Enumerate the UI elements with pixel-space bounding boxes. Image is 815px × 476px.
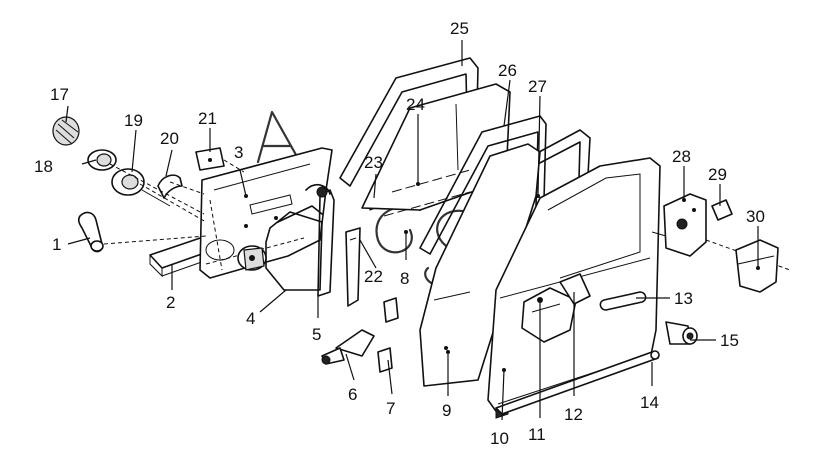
part-20-pull-handle <box>157 174 183 199</box>
part-5-regulator-rail <box>305 183 335 297</box>
callout-9: 9 <box>442 401 451 420</box>
callout-23: 23 <box>364 153 383 172</box>
callout-22: 22 <box>364 267 383 286</box>
part-11-lock-mechanism <box>521 287 577 343</box>
callout-5: 5 <box>312 325 321 344</box>
callout-25: 25 <box>450 19 469 38</box>
callout-2: 2 <box>166 293 175 312</box>
part-13-outside-handle <box>599 291 647 311</box>
callout-19: 19 <box>124 111 143 130</box>
part-14-molding-strip <box>495 350 660 415</box>
part-1-inner-handle <box>77 211 104 253</box>
callout-30: 30 <box>746 207 765 226</box>
part-24-door-glass <box>361 83 511 217</box>
callout-29: 29 <box>708 165 727 184</box>
callout-12: 12 <box>564 405 583 424</box>
callout-17: 17 <box>50 85 69 104</box>
callout-labels: 1 2 3 4 5 6 7 8 9 10 11 12 13 14 15 17 1… <box>34 19 765 448</box>
callout-13: 13 <box>674 289 693 308</box>
part-9-inner-door-shell <box>419 143 541 387</box>
part-30-motor <box>735 239 779 293</box>
callout-28: 28 <box>672 147 691 166</box>
callout-1: 1 <box>52 235 61 254</box>
callout-7: 7 <box>386 399 395 418</box>
part-3-trim-panel <box>199 147 333 279</box>
callout-14: 14 <box>640 393 659 412</box>
part-15-lock-cylinder <box>665 321 698 345</box>
part-18-escutcheon <box>87 149 117 171</box>
part-12-latch <box>559 273 591 305</box>
callout-27: 27 <box>528 77 547 96</box>
callout-8: 8 <box>400 269 409 288</box>
part-29-switch <box>711 199 733 221</box>
callout-20: 20 <box>160 129 179 148</box>
callout-4: 4 <box>246 309 255 328</box>
part-21-clip <box>195 147 225 171</box>
callout-15: 15 <box>720 331 739 350</box>
callout-6: 6 <box>348 385 357 404</box>
part-22-run-channel <box>345 227 361 307</box>
assembly-guide-lines <box>103 159 245 245</box>
callout-26: 26 <box>498 61 517 80</box>
part-17-speaker-grille <box>52 116 80 146</box>
part-4-window-regulator <box>237 205 323 291</box>
callout-21: 21 <box>198 109 217 128</box>
leader-lines <box>65 40 760 421</box>
callout-11: 11 <box>528 425 546 444</box>
callout-10: 10 <box>490 429 509 448</box>
part-28-lock-actuator <box>651 193 791 271</box>
callout-18: 18 <box>34 157 53 176</box>
part-6-hinge <box>321 329 375 365</box>
callout-24: 24 <box>406 95 425 114</box>
callout-3: 3 <box>234 143 243 162</box>
